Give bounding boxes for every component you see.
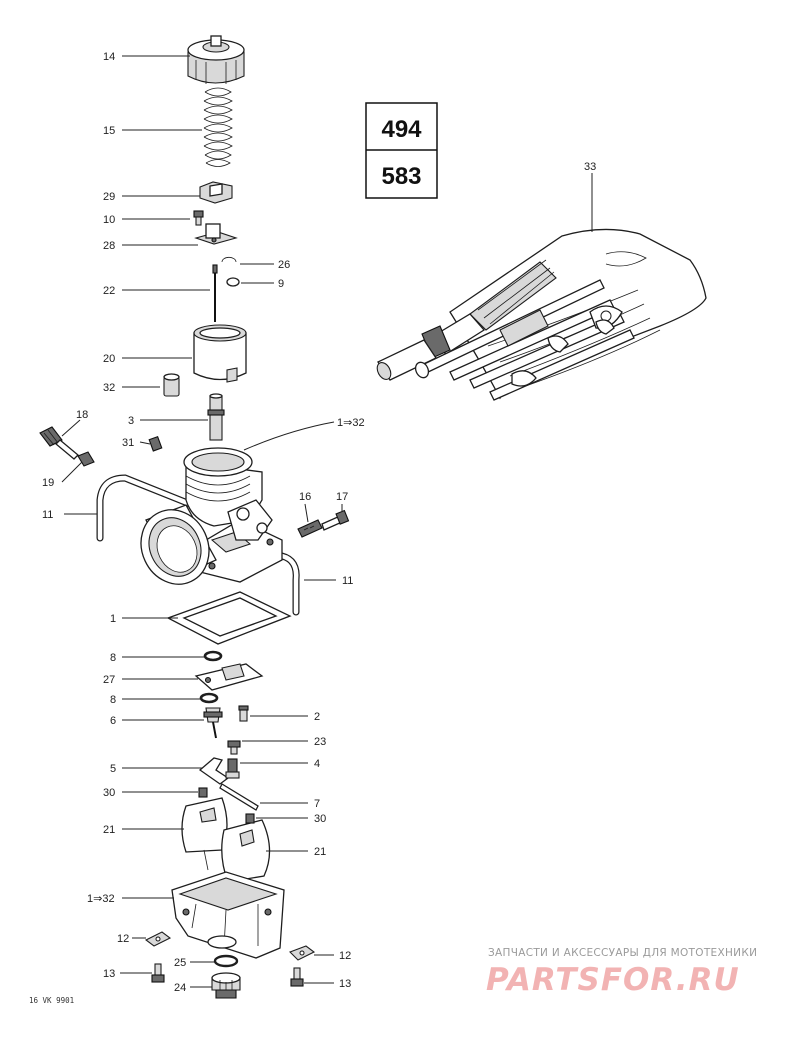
part-screw-left [151, 963, 165, 983]
part-spring [203, 87, 233, 167]
part-tool-kit [376, 228, 707, 401]
callout-c24: 24 [174, 982, 186, 994]
part-valve [225, 758, 240, 779]
part-throttle-valve [193, 324, 247, 383]
watermark-caption: ЗАПЧАСТИ И АКСЕССУАРЫ ДЛЯ МОТОТЕХНИКИ [488, 947, 757, 959]
part-float-pin-right [245, 813, 255, 824]
model-code-2: 583 [381, 163, 421, 190]
callout-c3: 3 [128, 415, 134, 427]
callout-c17: 17 [336, 491, 348, 503]
figure-code: 16 VK 9901 [29, 996, 74, 1005]
part-float-bowl-gasket [166, 591, 292, 645]
callout-c30b: 30 [314, 813, 326, 825]
callout-c16: 16 [299, 491, 311, 503]
part-float-pin [219, 783, 259, 811]
callout-c32: 32 [103, 382, 115, 394]
part-o-ring-upper [203, 650, 223, 662]
callout-c30a: 30 [103, 787, 115, 799]
callout-c1to32a: 1⇒32 [337, 417, 365, 429]
part-air-screw [39, 426, 79, 460]
callout-c29: 29 [103, 191, 115, 203]
part-bracket-right [289, 945, 316, 961]
callout-c26: 26 [278, 259, 290, 271]
part-needle-clip-plate [199, 181, 233, 204]
callout-c13a: 13 [103, 968, 115, 980]
part-screw-right [290, 967, 304, 987]
part-e-clip [221, 256, 237, 263]
part-idle-screw [321, 509, 350, 531]
callout-c8a: 8 [110, 652, 116, 664]
part-o-ring-lower [199, 692, 219, 704]
callout-c20: 20 [103, 353, 115, 365]
callout-c27: 27 [103, 674, 115, 686]
model-code-1: 494 [381, 116, 422, 143]
part-float-bowl [171, 871, 285, 959]
callout-c19: 19 [42, 477, 54, 489]
callout-c1: 1 [110, 613, 116, 625]
callout-c15: 15 [103, 125, 115, 137]
part-drain-gasket [213, 954, 239, 968]
part-carburetor-body [140, 447, 283, 585]
callout-c21a: 21 [103, 824, 115, 836]
part-vent-hose-left [96, 474, 199, 542]
part-float-arm [198, 757, 230, 785]
callout-c2: 2 [314, 711, 320, 723]
part-cap [187, 35, 245, 84]
callout-c11b: 11 [342, 575, 353, 587]
callout-c33: 33 [584, 161, 596, 173]
callout-c8b: 8 [110, 694, 116, 706]
callout-c11a: 11 [42, 509, 53, 521]
part-float-pin-left [198, 787, 208, 798]
callout-c21b: 21 [314, 846, 326, 858]
callout-c6: 6 [110, 715, 116, 727]
callout-c13b: 13 [339, 978, 351, 990]
model-code-box: 494 583 [365, 102, 438, 199]
part-drain-plug [211, 972, 241, 999]
part-float-left [181, 797, 228, 871]
part-small-screw [193, 210, 204, 226]
callout-c25: 25 [174, 957, 186, 969]
callout-c12b: 12 [339, 950, 351, 962]
callout-c9: 9 [278, 278, 284, 290]
part-baffle-plate [194, 663, 264, 691]
part-bracket-left [144, 931, 172, 947]
callout-c14: 14 [103, 51, 115, 63]
part-pilot-jet [148, 435, 163, 452]
callout-c18: 18 [76, 409, 88, 421]
part-needle-holder [194, 223, 238, 245]
part-needle-jet [207, 393, 225, 441]
callout-c31: 31 [122, 437, 134, 449]
part-jet-small [238, 705, 249, 722]
callout-c12a: 12 [117, 933, 129, 945]
part-idle-screw-spring [297, 519, 323, 538]
part-jet-needle [212, 264, 218, 322]
callout-c22: 22 [103, 285, 115, 297]
callout-c1to32b: 1⇒32 [87, 893, 115, 905]
watermark: ЗАПЧАСТИ И АКСЕССУАРЫ ДЛЯ МОТОТЕХНИКИ PA… [486, 947, 757, 998]
leader-lines [61, 55, 593, 988]
callout-c23: 23 [314, 736, 326, 748]
part-washer [226, 277, 240, 287]
callout-c10: 10 [103, 214, 115, 226]
callout-c5: 5 [110, 763, 116, 775]
callout-c4: 4 [314, 758, 320, 770]
part-float-right [221, 819, 271, 883]
callout-c28: 28 [103, 240, 115, 252]
part-main-jet [227, 740, 241, 755]
part-needle-valve-seat [203, 707, 223, 739]
callout-c7: 7 [314, 798, 320, 810]
watermark-brand: PARTSFOR.RU [486, 962, 740, 998]
part-vent-hose-right [278, 552, 300, 616]
part-plug [163, 373, 180, 397]
